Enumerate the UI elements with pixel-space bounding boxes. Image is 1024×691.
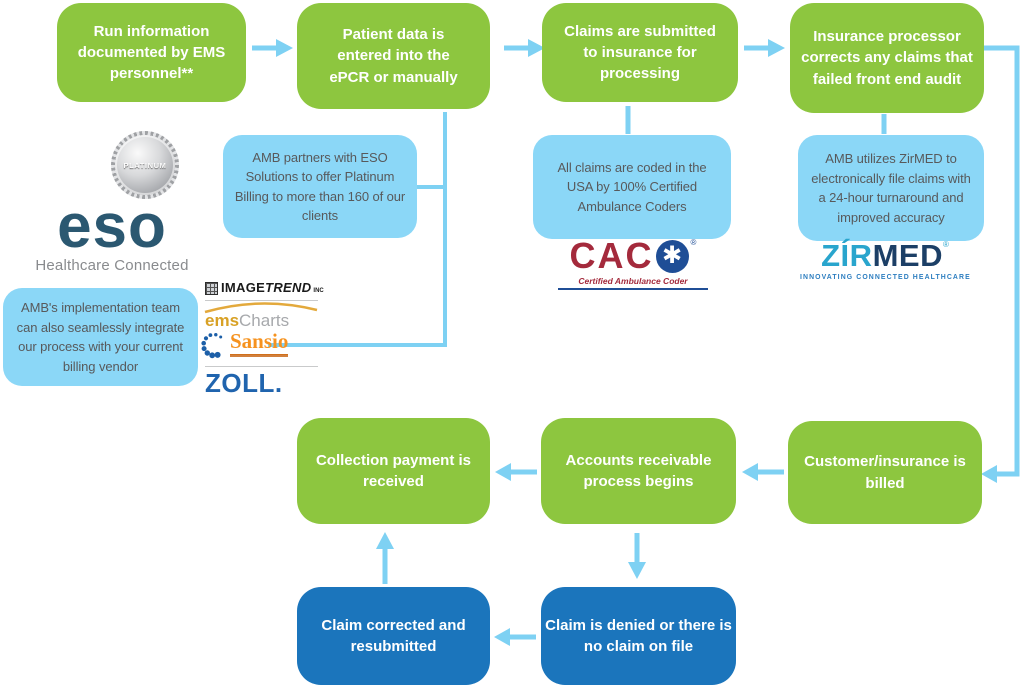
arrow-denied-to-corrected — [494, 628, 536, 646]
cac-name: CAC — [569, 235, 654, 276]
flow-box-run-info-label: Run information documented by EMS person… — [77, 22, 226, 83]
emscharts-name-2: Charts — [239, 311, 290, 330]
flow-box-claims-submitted: Claims are submitted to insurance for pr… — [542, 3, 738, 102]
imagetrend-suffix: INC — [313, 288, 324, 294]
flow-box-claims-submitted-label: Claims are submitted to insurance for pr… — [564, 22, 716, 83]
flow-box-customer-billed-label: Customer/insurance is billed — [804, 453, 966, 492]
arrow-run-to-patient — [252, 39, 293, 57]
cac-star-icon: ✱ — [655, 239, 689, 273]
flow-box-accounts-receivable-label: Accounts receivable process begins — [565, 451, 712, 490]
sansio-dots-icon — [201, 333, 223, 359]
flow-box-patient-data-label: Patient data is entered into the ePCR or… — [329, 26, 458, 86]
platinum-badge-inner: PLATINUM — [115, 135, 175, 195]
imagetrend-name-2: TREND — [265, 280, 312, 295]
arrow-patient-to-claims — [504, 39, 545, 57]
flow-box-claim-denied: Claim is denied or there is no claim on … — [541, 587, 736, 685]
vendor-separator — [205, 366, 318, 367]
flow-box-customer-billed: Customer/insurance is billed — [788, 421, 982, 524]
callout-eso-partner: AMB partners with ESO Solutions to offer… — [223, 135, 417, 238]
callout-coders-text: All claims are coded in the USA by 100% … — [557, 159, 707, 214]
zoll-logo: ZOLL. — [200, 370, 325, 396]
imagetrend-grid-icon — [205, 281, 218, 295]
emscharts-name-1: ems — [205, 311, 240, 330]
callout-coders: All claims are coded in the USA by 100% … — [533, 135, 731, 239]
emscharts-arc-icon — [204, 302, 318, 314]
flow-box-patient-data: Patient data is entered into the ePCR or… — [297, 3, 490, 109]
platinum-badge-label: PLATINUM — [123, 160, 167, 170]
cac-registered-mark: ® — [690, 238, 697, 247]
arrow-corrected-to-collection — [376, 532, 394, 584]
callout-integration-text: AMB's implementation team can also seaml… — [16, 300, 185, 374]
callout-integration: AMB's implementation team can also seaml… — [3, 288, 198, 386]
arrow-accounts-to-collection — [495, 463, 537, 481]
flow-box-run-info: Run information documented by EMS person… — [57, 3, 246, 102]
vendor-separator — [205, 300, 318, 301]
sansio-tagline-bar — [230, 354, 288, 357]
flow-box-collection-payment: Collection payment is received — [297, 418, 490, 524]
eso-logo-tagline: Healthcare Connected — [35, 256, 189, 274]
zirmed-registered-mark: ® — [942, 240, 949, 249]
flow-box-insurance-processor-label: Insurance processor corrects any claims … — [801, 28, 973, 88]
sansio-name: Sansio — [230, 329, 289, 355]
sansio-logo: Sansio — [200, 329, 325, 363]
platinum-badge-icon: PLATINUM — [111, 131, 179, 199]
eso-logo: eso Healthcare Connected — [32, 192, 192, 274]
zirmed-name-1: ZÍR — [821, 238, 873, 273]
emscharts-logo: emsCharts — [200, 302, 325, 331]
eso-logo-name: eso — [57, 192, 167, 261]
arrow-customer-to-accounts — [742, 463, 784, 481]
zirmed-logo: ZÍR MED ® INNOVATING CONNECTED HEALTHCAR… — [800, 240, 970, 281]
flow-box-claim-corrected: Claim corrected and resubmitted — [297, 587, 490, 685]
arrow-insurance-to-customer — [981, 45, 1020, 483]
callout-zirmed: AMB utilizes ZirMED to electronically fi… — [798, 135, 984, 241]
zirmed-tagline: INNOVATING CONNECTED HEALTHCARE — [800, 274, 971, 281]
callout-zirmed-text: AMB utilizes ZirMED to electronically fi… — [811, 151, 971, 225]
flow-box-claim-corrected-label: Claim corrected and resubmitted — [321, 616, 466, 655]
cac-logo: CAC ✱ ® Certified Ambulance Coder — [558, 238, 708, 290]
flow-box-collection-payment-label: Collection payment is received — [315, 451, 472, 490]
zoll-name: ZOLL. — [205, 368, 283, 398]
flow-box-claim-denied-label: Claim is denied or there is no claim on … — [545, 616, 732, 655]
flow-box-accounts-receivable: Accounts receivable process begins — [541, 418, 736, 524]
arrow-claims-to-insurance — [744, 39, 785, 57]
imagetrend-name-1: IMAGE — [221, 280, 266, 295]
cac-tagline: Certified Ambulance Coder — [578, 276, 688, 286]
cac-rule — [558, 288, 708, 290]
zirmed-name-2: MED — [872, 238, 943, 273]
callout-eso-partner-text: AMB partners with ESO Solutions to offer… — [234, 149, 406, 224]
arrow-accounts-to-denied — [628, 533, 646, 579]
connector-patient-to-vendors — [268, 112, 447, 347]
flow-box-insurance-processor: Insurance processor corrects any claims … — [790, 3, 984, 113]
